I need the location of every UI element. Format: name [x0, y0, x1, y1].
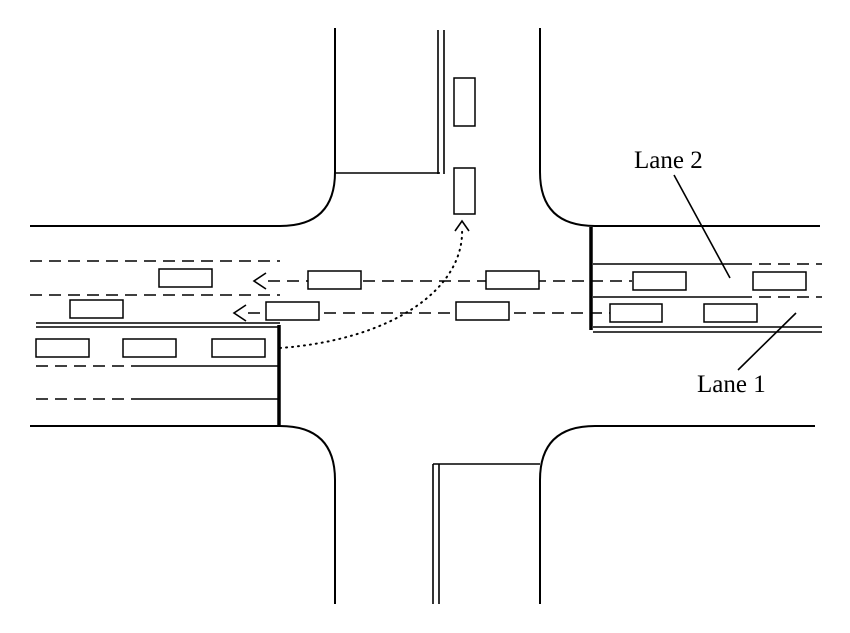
arrow-left-icon	[252, 272, 267, 290]
turn-path	[279, 219, 470, 349]
north-approach	[335, 30, 445, 174]
northwest-curb	[30, 28, 336, 227]
southwest-curb	[30, 425, 336, 604]
lane-1-callout: Lane 1	[697, 312, 797, 398]
vehicle	[609, 303, 663, 323]
south-approach	[432, 463, 540, 604]
vehicle	[485, 270, 540, 290]
vehicle	[632, 271, 687, 291]
turn-path-dotted-curve	[279, 227, 464, 349]
road-edges	[30, 28, 820, 604]
vehicles	[35, 77, 807, 358]
vehicle	[453, 167, 476, 215]
arrow-up-icon	[454, 219, 470, 232]
vehicle	[307, 270, 362, 290]
lane-1-label: Lane 1	[697, 371, 766, 398]
vehicle	[455, 301, 510, 321]
west-approach	[30, 260, 281, 426]
vehicle	[35, 338, 90, 358]
vehicle	[211, 338, 266, 358]
lane-2-label: Lane 2	[634, 147, 703, 174]
southeast-curb	[539, 425, 815, 604]
lane-2-callout: Lane 2	[634, 147, 731, 279]
vehicle	[158, 268, 213, 288]
vehicle	[752, 271, 807, 291]
lane-2-leader-line	[673, 174, 731, 279]
vehicle	[69, 299, 124, 319]
vehicle	[703, 303, 758, 323]
vehicle	[453, 77, 476, 127]
vehicle	[122, 338, 177, 358]
vehicle	[265, 301, 320, 321]
arrow-left-icon	[232, 304, 247, 322]
northeast-curb	[539, 28, 820, 227]
lane-1-leader-line	[737, 312, 797, 371]
